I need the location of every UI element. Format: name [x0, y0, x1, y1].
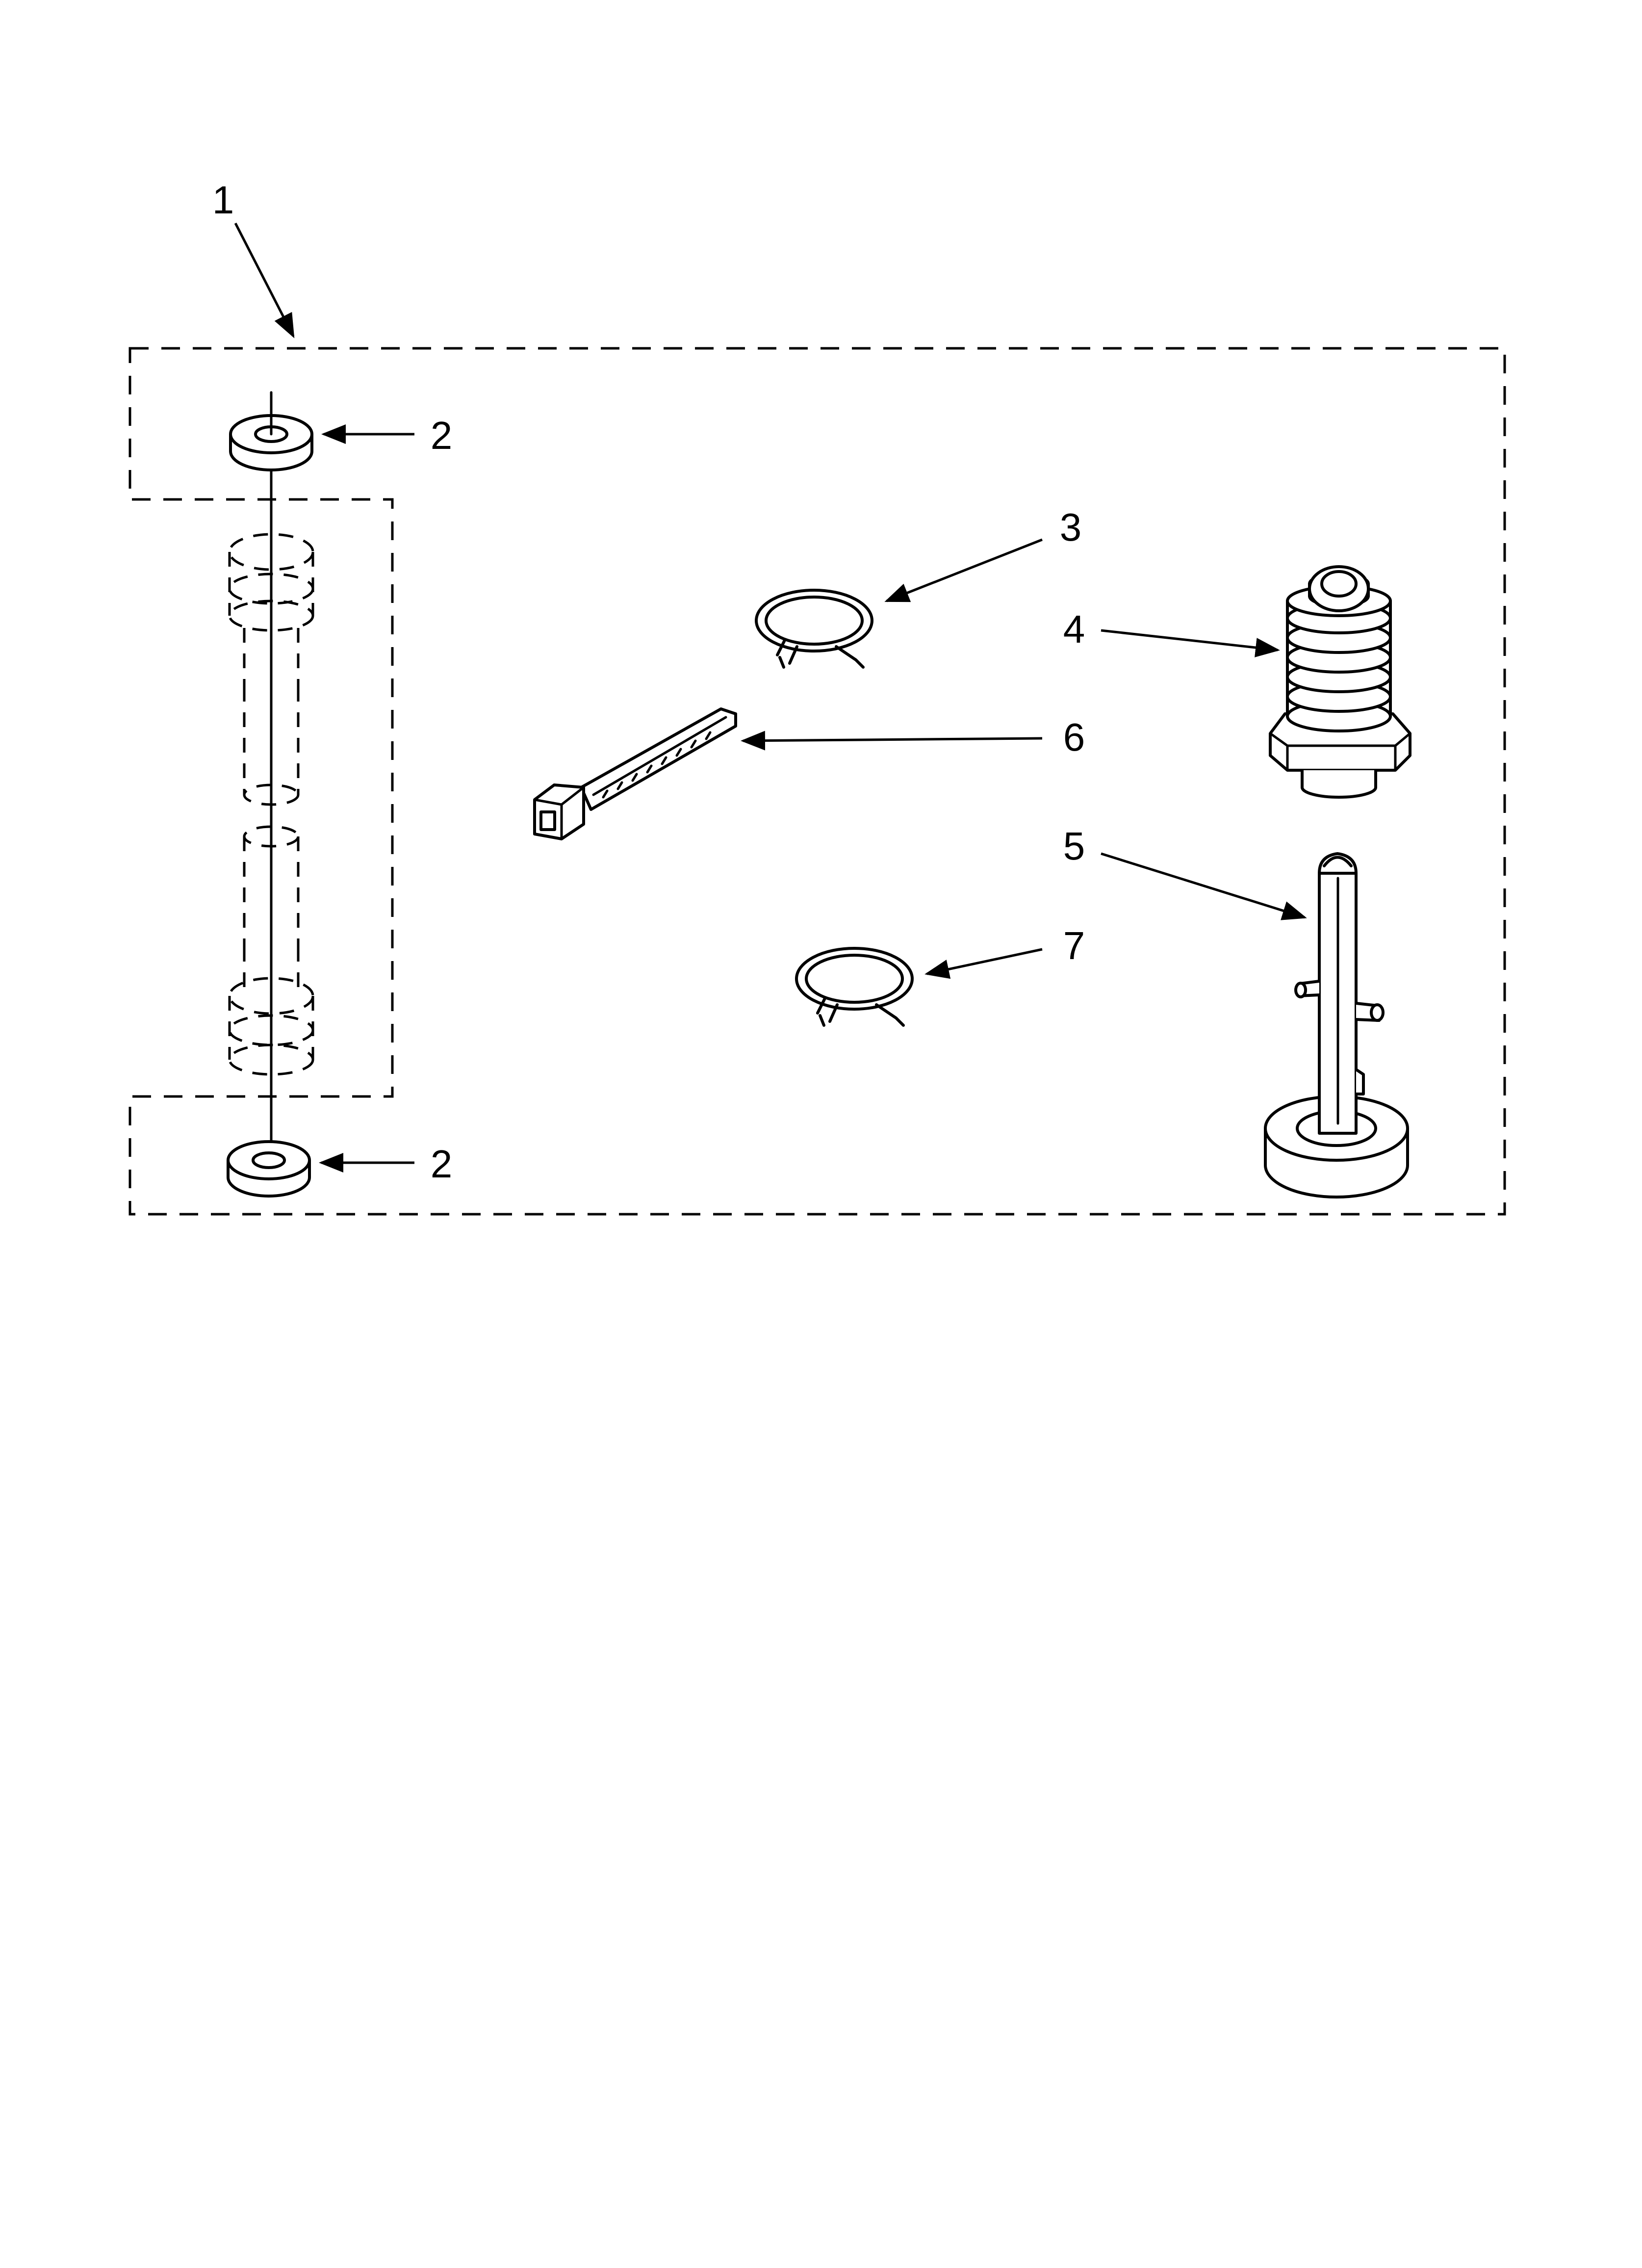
- leader-4: [1101, 629, 1280, 657]
- standpipe-stand-part: [1264, 852, 1409, 1199]
- callout-2-bottom: 2: [431, 1142, 453, 1186]
- callout-5: 5: [1063, 824, 1085, 868]
- cable-tie-part: [533, 707, 737, 840]
- washer-bottom-part: [227, 1140, 311, 1198]
- kit-boundary: [128, 347, 1506, 1216]
- leader-5: [1101, 852, 1307, 920]
- callout-4: 4: [1063, 607, 1085, 651]
- washer-top-part: [229, 391, 313, 471]
- callout-1: 1: [212, 178, 234, 222]
- hose-clamp-upper-part: [755, 589, 873, 669]
- hose-clamp-lower-part: [795, 947, 914, 1027]
- leader-1: [234, 222, 295, 339]
- leader-7: [924, 948, 1043, 979]
- callout-3: 3: [1060, 505, 1082, 549]
- callout-7: 7: [1063, 924, 1085, 967]
- leader-6: [741, 730, 1043, 751]
- drain-adapter-part: [1269, 565, 1411, 799]
- leader-3: [884, 538, 1043, 602]
- callout-2-top: 2: [431, 414, 453, 457]
- callout-6: 6: [1063, 715, 1085, 759]
- inlet-hose: [228, 391, 314, 1154]
